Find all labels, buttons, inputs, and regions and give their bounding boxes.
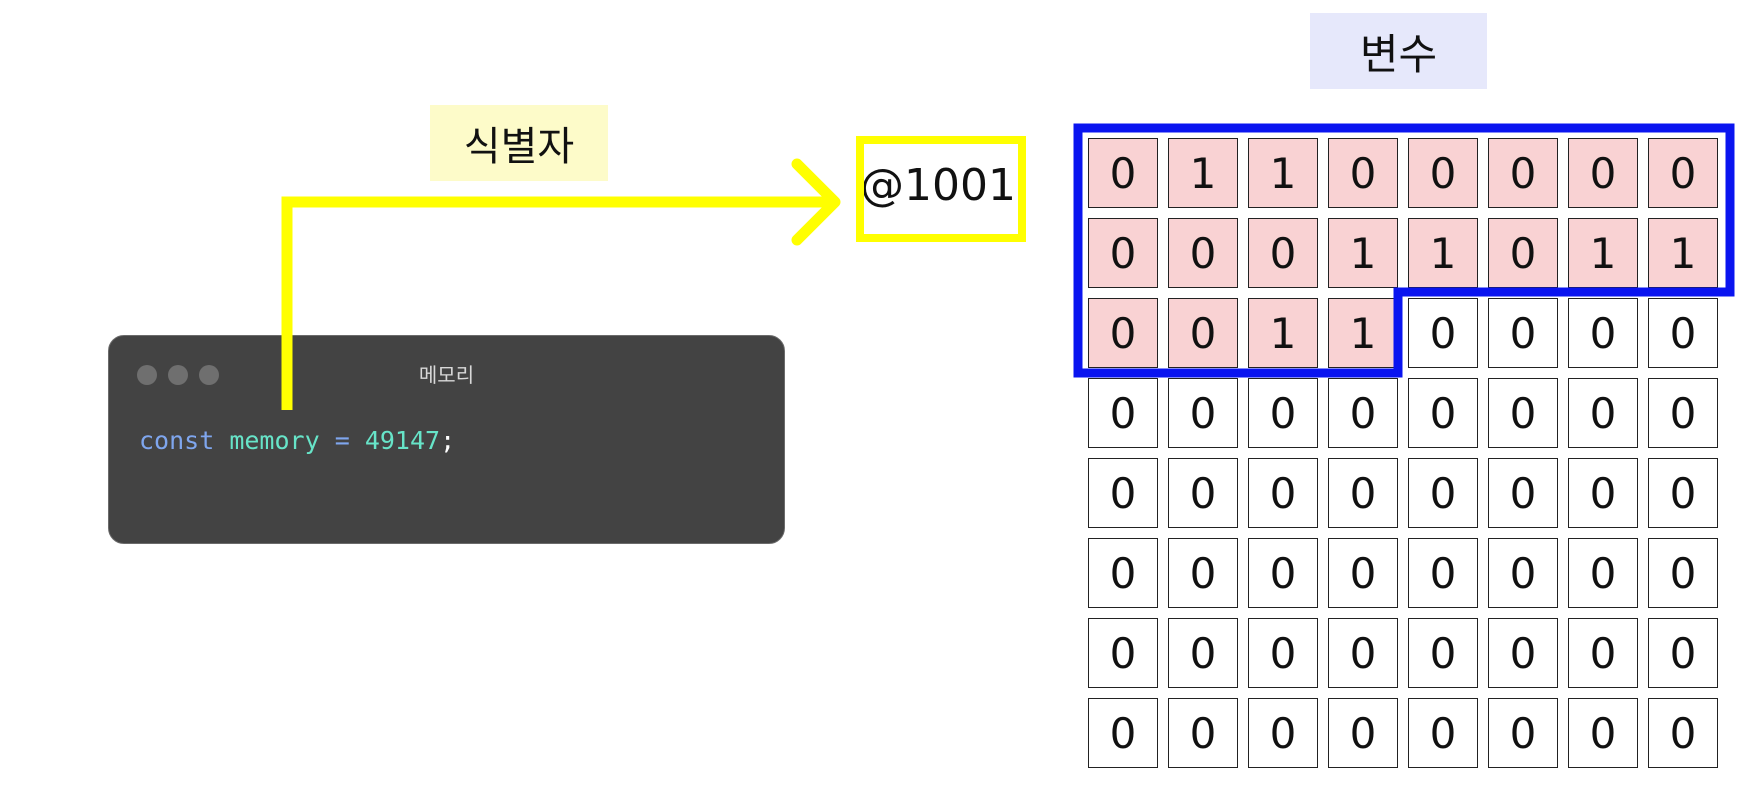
memory-cell: 0 xyxy=(1488,538,1558,608)
memory-cell: 0 xyxy=(1328,458,1398,528)
identifier-arrow-head xyxy=(791,158,841,246)
memory-cell: 0 xyxy=(1568,538,1638,608)
memory-cell: 0 xyxy=(1488,378,1558,448)
code-keyword: const xyxy=(139,426,215,455)
code-editor-window: 메모리 const memory = 49147; xyxy=(108,335,785,544)
variable-label: 변수 xyxy=(1310,13,1487,89)
memory-cell: 1 xyxy=(1328,298,1398,368)
memory-cell: 0 xyxy=(1408,458,1478,528)
code-operator: = xyxy=(334,426,350,455)
memory-cell: 0 xyxy=(1648,298,1718,368)
memory-cell: 0 xyxy=(1088,538,1158,608)
memory-cell: 0 xyxy=(1328,698,1398,768)
memory-cell: 0 xyxy=(1088,378,1158,448)
memory-cell: 0 xyxy=(1568,458,1638,528)
memory-cell: 0 xyxy=(1568,618,1638,688)
window-close-dot-icon[interactable] xyxy=(137,365,157,385)
memory-cell: 1 xyxy=(1408,218,1478,288)
memory-cell: 0 xyxy=(1488,618,1558,688)
memory-address: @1001 xyxy=(860,159,1016,211)
memory-cell: 0 xyxy=(1168,218,1238,288)
memory-cell: 0 xyxy=(1488,698,1558,768)
memory-cell: 0 xyxy=(1248,698,1318,768)
memory-cell: 0 xyxy=(1488,138,1558,208)
memory-cell: 0 xyxy=(1168,698,1238,768)
window-title: 메모리 xyxy=(418,363,475,387)
window-minimize-dot-icon[interactable] xyxy=(168,365,188,385)
memory-cell: 0 xyxy=(1648,538,1718,608)
memory-cell: 0 xyxy=(1168,458,1238,528)
memory-cell: 0 xyxy=(1408,298,1478,368)
memory-cell: 0 xyxy=(1328,538,1398,608)
memory-cell: 0 xyxy=(1328,138,1398,208)
identifier-label: 식별자 xyxy=(430,105,608,181)
memory-cell: 1 xyxy=(1168,138,1238,208)
memory-cell: 0 xyxy=(1248,538,1318,608)
memory-cell: 0 xyxy=(1328,618,1398,688)
memory-cell: 0 xyxy=(1248,458,1318,528)
memory-cell: 0 xyxy=(1568,698,1638,768)
memory-cell: 0 xyxy=(1488,218,1558,288)
memory-cell: 0 xyxy=(1088,618,1158,688)
code-value: 49147 xyxy=(364,426,441,455)
memory-cell: 0 xyxy=(1488,458,1558,528)
memory-cell: 0 xyxy=(1648,138,1718,208)
memory-cell: 0 xyxy=(1168,618,1238,688)
memory-cell: 1 xyxy=(1248,298,1318,368)
code-terminator: ; xyxy=(440,426,456,455)
memory-cell: 0 xyxy=(1088,458,1158,528)
memory-cell: 0 xyxy=(1088,298,1158,368)
code-identifier: memory xyxy=(229,426,320,455)
memory-cell: 0 xyxy=(1568,138,1638,208)
memory-cell: 0 xyxy=(1648,378,1718,448)
memory-cell: 0 xyxy=(1648,618,1718,688)
memory-cell: 1 xyxy=(1248,138,1318,208)
code-line: const memory = 49147; xyxy=(139,426,455,455)
memory-cell: 0 xyxy=(1568,298,1638,368)
memory-cell: 0 xyxy=(1408,138,1478,208)
memory-cell: 0 xyxy=(1168,298,1238,368)
memory-cell: 0 xyxy=(1248,218,1318,288)
memory-cell: 1 xyxy=(1328,218,1398,288)
memory-cell: 0 xyxy=(1088,138,1158,208)
memory-cell: 0 xyxy=(1408,618,1478,688)
memory-cell: 0 xyxy=(1408,378,1478,448)
memory-cell: 1 xyxy=(1568,218,1638,288)
memory-cell: 0 xyxy=(1248,378,1318,448)
memory-cell: 0 xyxy=(1168,378,1238,448)
memory-cell: 0 xyxy=(1168,538,1238,608)
memory-cell: 0 xyxy=(1648,458,1718,528)
memory-cell: 0 xyxy=(1328,378,1398,448)
memory-cell: 0 xyxy=(1408,538,1478,608)
memory-cell: 0 xyxy=(1088,698,1158,768)
memory-cell: 0 xyxy=(1488,298,1558,368)
memory-cell: 0 xyxy=(1568,378,1638,448)
window-maximize-dot-icon[interactable] xyxy=(199,365,219,385)
memory-cell: 1 xyxy=(1648,218,1718,288)
memory-cell: 0 xyxy=(1248,618,1318,688)
memory-cell: 0 xyxy=(1408,698,1478,768)
memory-cell: 0 xyxy=(1088,218,1158,288)
memory-cell: 0 xyxy=(1648,698,1718,768)
